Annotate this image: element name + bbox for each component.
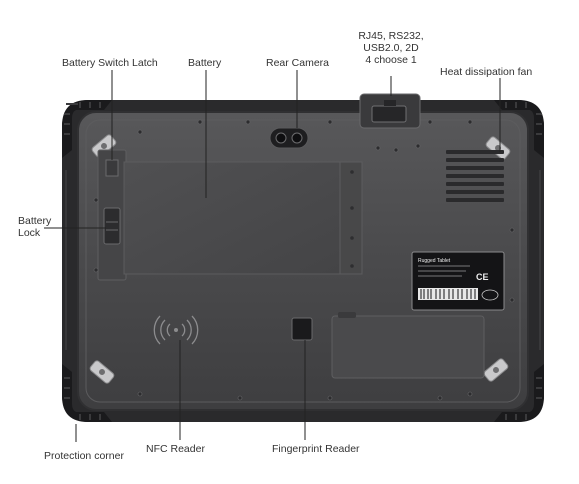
- callout-battery: Battery: [188, 57, 222, 69]
- label-title: Rugged Tablet: [418, 258, 451, 264]
- ce-mark: CE: [476, 272, 489, 282]
- callout-battery-lock-line-2: Lock: [18, 227, 41, 239]
- callout-rear-camera: Rear Camera: [266, 57, 330, 69]
- callout-fingerprint-reader: Fingerprint Reader: [272, 443, 360, 455]
- callout-battery-switch-latch: Battery Switch Latch: [62, 57, 158, 69]
- battery-lock: [103, 207, 121, 245]
- protection-corner-top-right: [494, 100, 544, 158]
- strap-bracket-bottom-left: [89, 360, 115, 384]
- callout-lines: [44, 70, 501, 442]
- callout-heat-dissipation-fan: Heat dissipation fan: [440, 66, 533, 78]
- battery-compartment: [123, 161, 345, 275]
- fan-vent-icon: [446, 150, 504, 202]
- callout-protection-corner: Protection corner: [44, 450, 124, 462]
- camera-icon: [269, 127, 309, 149]
- nfc-icon: [153, 315, 199, 345]
- callout-battery-lock: Battery Lock: [18, 215, 51, 239]
- callout-nfc-reader: NFC Reader: [146, 443, 205, 455]
- screws: [93, 119, 515, 401]
- callout-ports-line-1: RJ45, RS232,: [358, 30, 424, 42]
- callout-ports-line-3: 4 choose 1: [365, 54, 417, 66]
- callout-ports-line-2: USB2.0, 2D: [363, 42, 419, 54]
- expansion-door: [331, 315, 485, 379]
- port-module: [359, 93, 421, 129]
- rating-label: Rugged Tablet CE: [411, 251, 505, 311]
- callout-ports: RJ45, RS232, USB2.0, 2D 4 choose 1: [352, 30, 430, 66]
- protection-corner-bottom-left: [62, 364, 112, 422]
- protection-corner-top-left: [62, 100, 112, 158]
- protection-corner-bottom-right: [494, 364, 544, 422]
- barcode: [418, 288, 478, 300]
- battery-switch-latch: [105, 159, 119, 177]
- callout-battery-lock-line-1: Battery: [18, 215, 52, 227]
- fingerprint-sensor-icon: [291, 317, 313, 341]
- strap-bracket-bottom-right: [483, 358, 509, 382]
